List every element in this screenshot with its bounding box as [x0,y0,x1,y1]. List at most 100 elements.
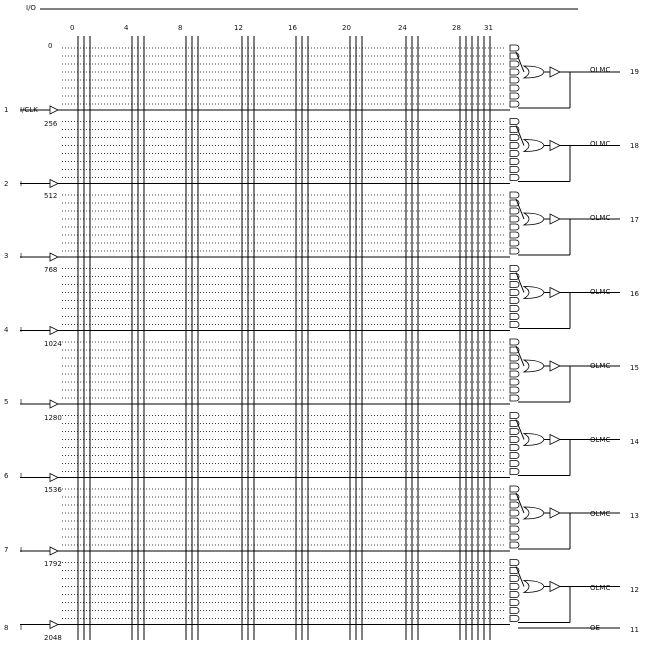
and-gate [509,247,520,255]
and-gate [509,84,520,92]
and-gate [509,207,520,215]
gate-wire [515,345,525,367]
olmc-pin: 19 [630,68,639,76]
and-gate [509,575,520,582]
or-gate [522,580,545,593]
and-gate [509,362,520,370]
and-gate [509,591,520,598]
row-labels: 256 512 768 1024 1280 1536 1792 2048 [44,120,62,642]
gate-wire [515,419,525,440]
and-gate [509,92,520,100]
row-label: 1024 [44,340,62,348]
oe-pin: 11 [630,626,639,634]
gate-wire [515,492,525,514]
and-gate [509,142,520,149]
and-gate [509,517,520,525]
olmc-pin: 15 [630,364,639,372]
or-gate [522,65,545,79]
output-buffer [549,213,561,225]
and-gate [509,525,520,533]
olmc-pin: 17 [630,216,639,224]
header-label: I/O [26,4,36,12]
and-gate [509,158,520,165]
and-gate [509,60,520,68]
and-gate [509,215,520,223]
and-gate [509,338,520,346]
and-gate [509,615,520,622]
input-buffer [49,252,59,262]
row-label: 256 [44,120,58,128]
column-number: 28 [452,24,461,32]
output-buffer [549,507,561,519]
input-buffer [49,325,59,336]
and-gate [509,599,520,606]
and-gate [509,509,520,517]
and-gate [509,428,520,435]
and-gate [509,559,520,566]
olmc-label: OLMC [590,66,610,74]
olmc-label: OLMC [590,214,610,222]
pin-label: I [20,624,22,632]
and-gate [509,468,520,475]
output-buffer [549,66,561,78]
row-label: 1280 [44,414,62,422]
column-number: 24 [398,24,407,32]
gate-wire [515,125,525,146]
olmc-label: OLMC [590,140,610,148]
output-buffer [549,580,561,593]
column-number: 8 [178,24,182,32]
and-gate [509,239,520,247]
and-gate [509,191,520,199]
and-gate [509,265,520,272]
pin-label: 1 [4,106,8,114]
and-gate [509,281,520,288]
column-number: 0 [70,24,74,32]
olmc-pin: 12 [630,586,639,594]
pin-label: 2 [4,180,8,188]
input-pin-labels: 1 I/CLK 2 I 3 I 4 I 5 I 6 I 7 I 8 I [4,106,38,632]
olmc-label: OLMC [590,510,610,518]
pin-label: 6 [4,472,9,480]
pin-label: 5 [4,398,8,406]
pin-label: I [20,252,22,260]
olmc-pin: 16 [630,290,639,298]
pin-label: 4 [4,326,9,334]
input-buffer [49,619,59,630]
column-number: 31 [484,24,493,32]
row-start-label: 0 [48,42,52,50]
and-gate [509,231,520,239]
row-label: 1792 [44,560,62,568]
row-label: 2048 [44,634,62,642]
and-gate [509,166,520,173]
and-gate [509,541,520,549]
pin-label: I [20,472,22,480]
and-gate [509,394,520,402]
and-gate [509,436,520,443]
or-gate [522,286,545,299]
gate-wire [515,272,525,293]
output-buffer [549,139,561,152]
and-gate [509,150,520,157]
pin-label: 7 [4,546,8,554]
pin-label: 8 [4,624,8,632]
or-gate [522,212,545,226]
column-number: 4 [124,24,129,32]
and-gate [509,444,520,451]
input-buffer [49,472,59,483]
output-buffer [549,360,561,372]
and-gate [509,100,520,108]
row-label: 768 [44,266,57,274]
row-label: 512 [44,192,57,200]
olmc-label: OLMC [590,584,610,592]
or-gate [522,139,545,152]
and-gate [509,354,520,362]
or-gate [522,506,545,520]
and-gate [509,412,520,419]
and-gate [509,68,520,76]
and-gate [509,378,520,386]
or-gate [522,433,545,446]
and-gate [509,370,520,378]
and-gate [509,607,520,614]
